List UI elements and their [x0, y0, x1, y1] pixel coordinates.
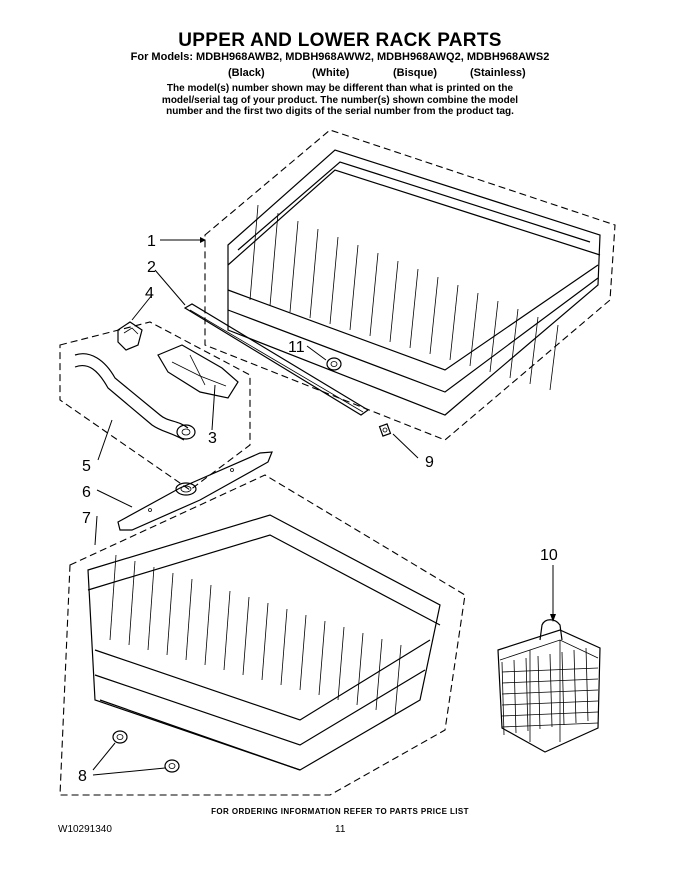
upper-rack-boundary — [204, 129, 616, 441]
callout-5: 5 — [82, 458, 91, 475]
color-black: (Black) — [228, 67, 265, 79]
feed-tube — [74, 353, 196, 441]
lower-spray-arm — [117, 451, 273, 531]
note-line-3: number and the first two digits of the s… — [166, 106, 514, 117]
lower-rack — [87, 514, 441, 771]
spray-arm-mount — [157, 344, 239, 399]
lower-rack-wheel-rear — [164, 759, 180, 773]
leader-lines — [92, 237, 556, 776]
callout-4: 4 — [145, 285, 154, 302]
lower-rack-boundary — [59, 474, 466, 796]
callout-10: 10 — [540, 547, 558, 564]
callout-1: 1 — [147, 233, 156, 250]
document-number: W10291340 — [58, 824, 112, 835]
callout-7: 7 — [82, 510, 91, 527]
rail-end-cap — [378, 423, 392, 437]
spray-assembly-boundary — [59, 321, 251, 491]
page-number: 11 — [335, 824, 346, 835]
rack-rail — [183, 303, 370, 416]
note-line-2: model/serial tag of your product. The nu… — [161, 94, 519, 106]
ordering-note: FOR ORDERING INFORMATION REFER TO PARTS … — [211, 807, 469, 816]
callout-3: 3 — [208, 430, 217, 447]
color-white: (White) — [312, 67, 350, 79]
callout-9: 9 — [425, 454, 434, 471]
callout-6: 6 — [82, 484, 91, 501]
color-bisque: (Bisque) — [393, 67, 437, 79]
lower-rack-wheel-front — [112, 730, 128, 744]
callout-2: 2 — [147, 259, 156, 276]
rack-clip — [117, 321, 143, 351]
page-title: UPPER AND LOWER RACK PARTS — [178, 30, 502, 51]
silverware-basket — [497, 619, 601, 753]
model-note: The model(s) number shown may be differe… — [160, 83, 520, 118]
upper-rack — [227, 149, 601, 416]
upper-rack-wheel — [326, 357, 342, 371]
color-stainless: (Stainless) — [470, 67, 526, 79]
callout-11: 11 — [288, 339, 305, 356]
models-line: For Models: MDBH968AWB2, MDBH968AWW2, MD… — [130, 51, 550, 63]
callout-8: 8 — [78, 768, 87, 785]
note-line-1: The model(s) number shown may be differe… — [166, 83, 514, 94]
